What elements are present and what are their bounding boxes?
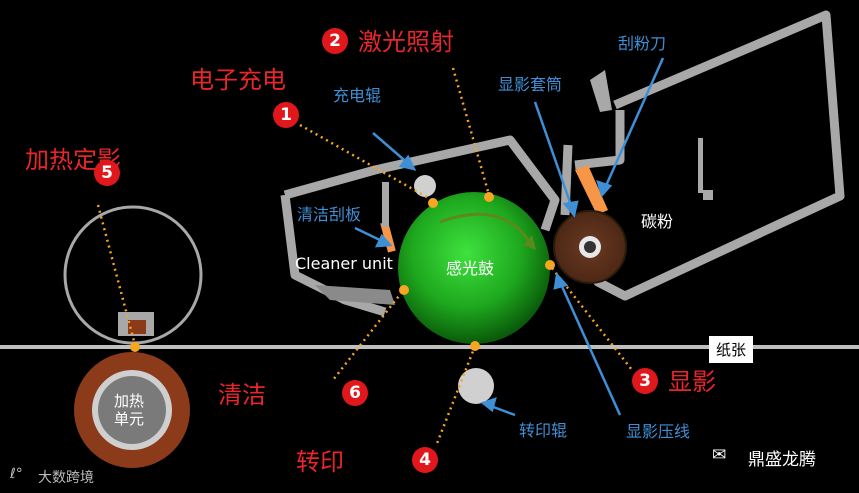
heater-label-line1: 加热 <box>114 392 145 410</box>
source-logo-icon: ℓ° <box>10 466 23 482</box>
source-watermark: 大数跨境 <box>38 470 94 486</box>
step-laser-label: 激光照射 <box>358 28 454 56</box>
pointer-lines <box>96 67 633 447</box>
charge-roller <box>414 175 436 197</box>
heater-label-line2: 单元 <box>114 410 145 428</box>
developer-sleeve-label: 显影套筒 <box>498 75 563 94</box>
photosensitive-drum <box>398 192 550 344</box>
heater-roller-core <box>98 376 166 444</box>
doctor-blade-label: 刮粉刀 <box>618 34 667 53</box>
brand-watermark: 鼎盛龙腾 <box>748 450 816 470</box>
blade-holder <box>590 70 612 112</box>
step-transfer-badge: 4 <box>412 447 438 473</box>
cleaner-base <box>315 285 395 305</box>
cartridge-tab <box>698 138 703 193</box>
cleaning-blade-label: 清洁刮板 <box>297 205 362 224</box>
drum-rotation-arrow <box>439 212 530 241</box>
step-charge-badge: 1 <box>273 102 299 128</box>
cleaning-blade-shape <box>380 221 396 253</box>
step-charge-label: 电子充电 <box>190 66 286 94</box>
drum-rotation-arrowhead <box>523 235 536 250</box>
paper-label: 纸张 <box>709 336 754 363</box>
step-fuse-badge: 5 <box>94 160 120 186</box>
step-clean-label: 清洁 <box>218 381 266 409</box>
toner-label: 碳粉 <box>641 212 674 231</box>
fuser-pad-inner <box>128 320 146 334</box>
step-clean-badge: 6 <box>342 380 368 406</box>
transfer-roller-label: 转印辊 <box>519 421 568 440</box>
charge-roller-label: 充电辊 <box>333 86 382 105</box>
step-transfer-label: 转印 <box>296 448 344 476</box>
step-develop-badge: 3 <box>632 368 658 394</box>
toner-roller-core <box>584 241 596 253</box>
transfer-roller <box>458 368 494 404</box>
wechat-icon: ✉ <box>712 445 727 465</box>
cleaner-unit-label: Cleaner unit <box>295 254 393 273</box>
step-laser-badge: 2 <box>322 28 348 54</box>
part-arrows <box>354 57 665 417</box>
drum-label: 感光鼓 <box>446 259 495 278</box>
contact-dots <box>130 192 555 352</box>
develop-line-label: 显影压线 <box>626 422 691 441</box>
cartridge-tab-end <box>703 190 713 200</box>
cleaning-blade-holder <box>382 182 389 227</box>
step-develop-label: 显影 <box>668 368 716 396</box>
doctor-blade-shape <box>575 165 608 215</box>
